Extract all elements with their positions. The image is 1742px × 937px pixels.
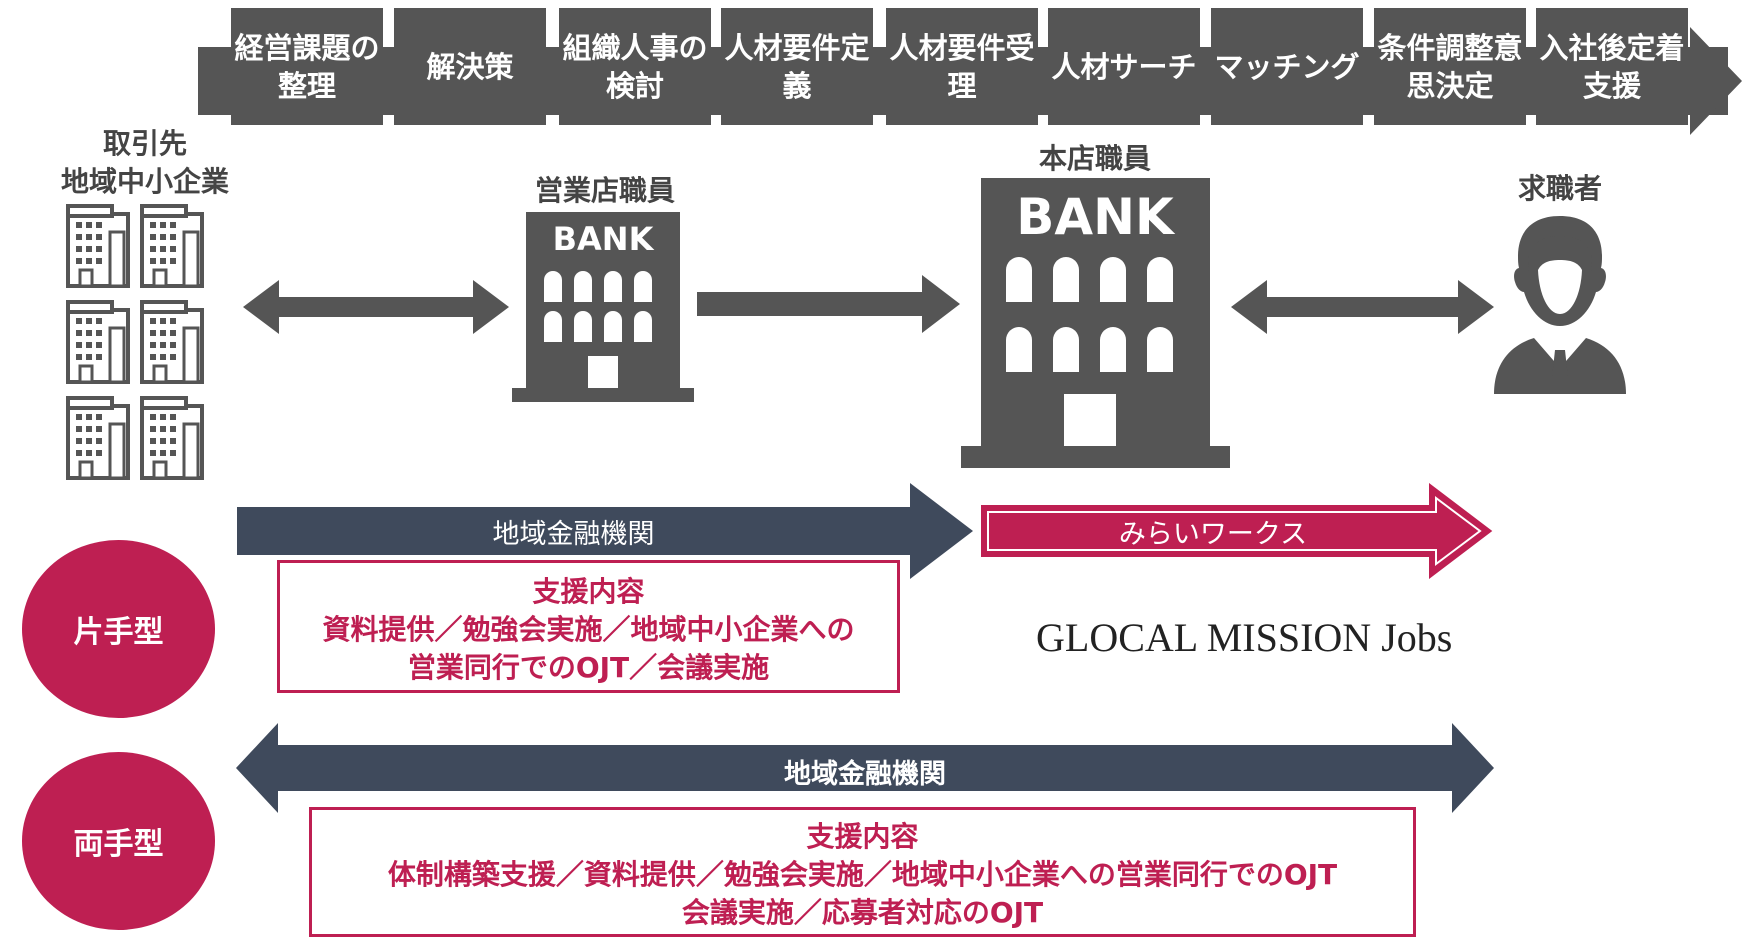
ryote-support-title: 支援内容 xyxy=(806,820,919,853)
branch-head-arrow xyxy=(697,275,960,333)
client-buildings-icon xyxy=(66,204,204,480)
glocal-mission-jobs-logo: GLOCAL MISSION Jobs xyxy=(1036,614,1452,664)
process-step-9: 入社後定着支援 xyxy=(1536,8,1688,125)
process-step-4: 人材要件定義 xyxy=(721,8,873,125)
ryote-type-badge: 両手型 xyxy=(22,752,215,930)
process-step-3: 組織人事の検討 xyxy=(559,8,711,125)
katate-support-line2: 営業同行でのOJT／会議実施 xyxy=(407,651,770,684)
katate-mirai-label: みらいワークス xyxy=(1118,519,1308,550)
process-step-2: 解決策 xyxy=(394,8,546,125)
head-seeker-arrow xyxy=(1231,280,1494,334)
katate-support-title: 支援内容 xyxy=(532,575,645,608)
job-seeker-label: 求職者 xyxy=(1517,172,1602,205)
process-step-6: 人材サーチ xyxy=(1048,8,1200,125)
branch-label: 営業店職員 xyxy=(534,174,675,207)
process-step-7: マッチング xyxy=(1211,8,1363,125)
branch-bank-sign: BANK xyxy=(553,220,655,258)
head-office-bank-sign: BANK xyxy=(1016,188,1176,246)
process-step-8: 条件調整意思決定 xyxy=(1374,8,1526,125)
client-branch-arrow xyxy=(243,280,509,334)
branch-bank-icon: BANK xyxy=(512,212,694,402)
ryote-support-box: 支援内容 体制構築支援／資料提供／勉強会実施／地域中小企業への営業同行でのOJT… xyxy=(309,807,1416,937)
katate-type-badge: 片手型 xyxy=(22,540,215,718)
job-seeker-icon xyxy=(1494,216,1626,394)
katate-support-box: 支援内容 資料提供／勉強会実施／地域中小企業への 営業同行でのOJT／会議実施 xyxy=(277,560,900,693)
ryote-support-line2: 会議実施／応募者対応のOJT xyxy=(681,896,1044,929)
process-step-5: 人材要件受理 xyxy=(886,8,1038,125)
head-office-bank-icon: BANK xyxy=(961,178,1230,468)
katate-mirai-arrow xyxy=(981,483,1493,579)
katate-support-line1: 資料提供／勉強会実施／地域中小企業への xyxy=(322,613,855,646)
process-arrow-head xyxy=(1690,27,1742,135)
process-step-1: 経営課題の整理 xyxy=(231,8,383,125)
ryote-regional-bank-label: 地域金融機関 xyxy=(784,759,946,790)
ryote-support-line1: 体制構築支援／資料提供／勉強会実施／地域中小企業への営業同行でのOJT xyxy=(387,858,1338,891)
glocal-mission-jobs-logo-text: GLOCAL MISSION Jobs xyxy=(1036,615,1453,660)
head-office-label: 本店職員 xyxy=(1038,142,1151,175)
ryote-regional-bank-arrow xyxy=(236,723,1494,813)
client-label: 取引先 地域中小企業 xyxy=(60,127,229,198)
katate-regional-bank-arrow xyxy=(237,483,973,579)
katate-regional-bank-label: 地域金融機関 xyxy=(492,519,655,550)
